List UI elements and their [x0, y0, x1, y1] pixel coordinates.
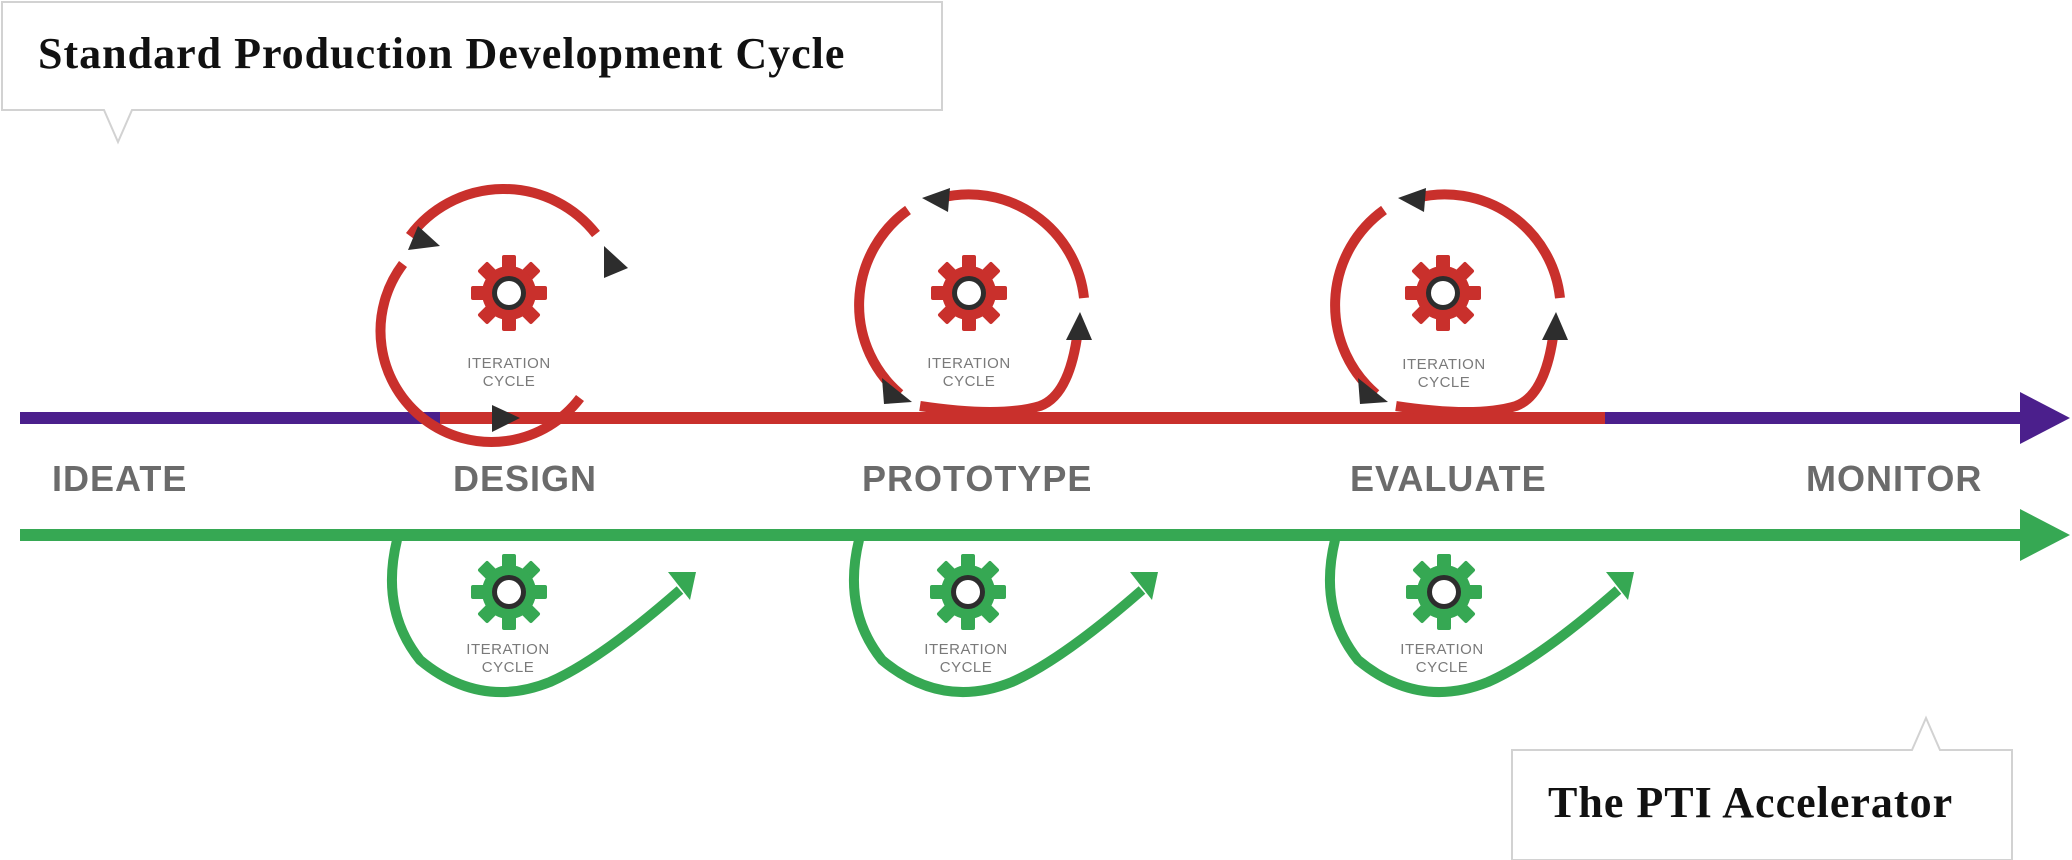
iteration-label-line2: CYCLE [482, 659, 535, 676]
accelerator-loop-design: ITERATION CYCLE [387, 538, 696, 697]
iteration-label-line1: ITERATION [927, 355, 1010, 372]
iteration-label-line2: CYCLE [943, 373, 996, 390]
circular-arrow-icon [1066, 312, 1092, 340]
evaluate-cycle-arc-top [1414, 189, 1565, 299]
iteration-label-line1: ITERATION [467, 355, 550, 372]
design-cycle-arc-lower [375, 260, 584, 447]
gear-icon [471, 554, 547, 630]
gear-icon [1406, 554, 1482, 630]
arrow-right-icon [1606, 572, 1634, 600]
prototype-iteration-cycle: ITERATION CYCLE [854, 188, 1092, 417]
accelerator-callout: The PTI Accelerator [1511, 715, 2013, 860]
stage-prototype: PROTOTYPE [862, 458, 1092, 499]
accelerator-arrow-head-icon [2020, 509, 2070, 561]
circular-arrow-icon [1542, 312, 1568, 340]
circular-arrow-icon [1398, 188, 1426, 212]
accelerator-loop-path [1325, 538, 1622, 697]
accelerator-loop-path [849, 538, 1146, 697]
evaluate-cycle-arc-bottom [1395, 329, 1559, 417]
prototype-cycle-arc-top [938, 189, 1089, 299]
circular-arrow-icon [882, 378, 912, 404]
stage-design: DESIGN [453, 458, 597, 499]
standard-cycle-title: Standard Production Development Cycle [38, 29, 845, 78]
accelerator-title: The PTI Accelerator [1548, 778, 1953, 827]
accelerator-loop-prototype: ITERATION CYCLE [849, 538, 1158, 697]
stage-labels: IDEATE DESIGN PROTOTYPE EVALUATE MONITOR [52, 458, 1982, 499]
arrow-right-icon [668, 572, 696, 600]
circular-arrow-icon [1358, 378, 1388, 404]
prototype-cycle-arc-left [854, 205, 911, 398]
iteration-label-line2: CYCLE [940, 659, 993, 676]
circular-arrow-icon [922, 188, 950, 212]
evaluate-iteration-cycle: ITERATION CYCLE [1330, 188, 1568, 417]
accelerator-loop-path [387, 538, 684, 697]
accelerator-timeline [20, 509, 2070, 561]
iteration-label-line2: CYCLE [1416, 659, 1469, 676]
accelerator-loop-evaluate: ITERATION CYCLE [1325, 538, 1634, 697]
gear-icon [931, 255, 1007, 331]
stage-evaluate: EVALUATE [1350, 458, 1547, 499]
iteration-label-line1: ITERATION [466, 641, 549, 658]
gear-icon [930, 554, 1006, 630]
standard-cycle-callout: Standard Production Development Cycle [1, 1, 943, 145]
standard-timeline [20, 392, 2070, 444]
circular-arrow-icon [408, 226, 440, 250]
standard-arrow-head-icon [2020, 392, 2070, 444]
prototype-cycle-arc-bottom [919, 329, 1083, 417]
circular-arrow-icon [604, 246, 628, 278]
design-iteration-cycle: ITERATION CYCLE [375, 183, 628, 447]
arrow-right-icon [1130, 572, 1158, 600]
iteration-label-line2: CYCLE [1418, 374, 1471, 391]
evaluate-cycle-arc-left [1330, 205, 1387, 398]
iteration-label-line1: ITERATION [924, 641, 1007, 658]
gear-icon [471, 255, 547, 331]
arrow-right-icon [492, 405, 520, 432]
gear-icon [1405, 255, 1481, 331]
stage-ideate: IDEATE [52, 458, 187, 499]
iteration-label-line1: ITERATION [1400, 641, 1483, 658]
iteration-label-line1: ITERATION [1402, 356, 1485, 373]
design-cycle-arc-upper [405, 183, 600, 239]
stage-monitor: MONITOR [1806, 458, 1982, 499]
iteration-label-line2: CYCLE [483, 373, 536, 390]
